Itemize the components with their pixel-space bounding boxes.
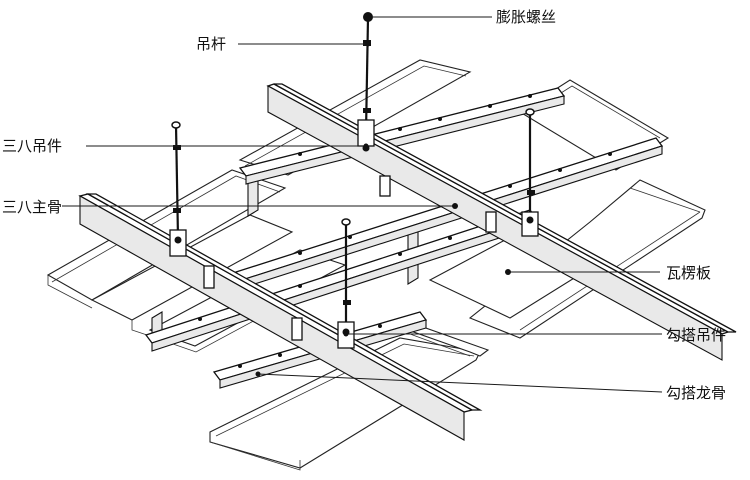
label-expansion-bolt: 膨胀螺丝 (496, 8, 556, 26)
sanba-hanger-back (357, 119, 375, 147)
label-sanba-hanger: 三八吊件 (2, 137, 62, 155)
label-sanba-main-keel: 三八主骨 (2, 198, 62, 216)
expansion-bolt-icon (363, 12, 373, 22)
leader-lines (62, 16, 663, 393)
label-corrugated-panel: 瓦楞板 (666, 264, 711, 282)
label-hanger-rod: 吊杆 (196, 35, 226, 53)
hanger-rods (171, 12, 535, 328)
label-hook-keel: 勾搭龙骨 (666, 384, 726, 402)
leader-hook-keel (257, 373, 663, 393)
labels: 膨胀螺丝 吊杆 三八吊件 三八主骨 瓦楞板 勾搭吊件 勾搭龙骨 (2, 8, 726, 402)
hook-hanger-right (521, 211, 539, 237)
rod-left (174, 124, 180, 239)
label-hook-hanger: 勾搭吊件 (666, 326, 726, 344)
